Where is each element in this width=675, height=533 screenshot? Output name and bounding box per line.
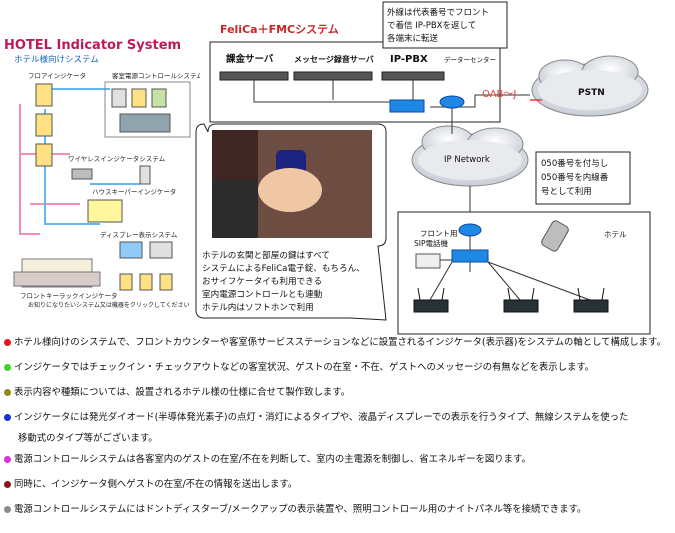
hotel-label: ホテル [604,230,627,239]
front-phone-label-1: フロント用 [420,229,458,238]
front-keyrack-desk [13,271,101,287]
photo-hand [258,168,322,212]
bullet-dot [4,364,11,371]
message-server[interactable] [293,71,373,81]
bullet-dot [4,506,11,513]
hotel-box [397,211,651,335]
bullet-3: 表示内容や種類については、設置されるホテル様の仕様に合せて製作致します。 [4,384,350,398]
bubble-line4: 室内電源コントロールとも連動 [202,288,323,300]
display-monitor[interactable] [119,241,143,259]
ip-network-label: IP Network [444,155,490,165]
note-mid-line1: 050番号を付与し [541,158,608,169]
panel-title: HOTEL Indicator System [4,38,181,53]
bullet-text: 表示内容や種類については、設置されるホテル様の仕様に合せて製作致します。 [14,387,351,398]
server-label-billing: 課金サーバ [226,53,274,65]
bullet-dot [4,389,11,396]
label-floor-indicator: フロアインジケータ [28,71,86,80]
access-point-3 [573,287,609,313]
datacenter-switch [389,99,425,113]
note-mid-line2: 050番号を内線番 [541,172,609,183]
photo-sleeve [212,180,258,238]
bullet-text: 電源コントロールシステムは各客室内のゲストの在室/不在を判断して、室内の主電源を… [14,454,531,465]
label-front-keyrack: フロントキーラックインジケータ [20,291,118,300]
bullet-text: 同時に、インジケータ側へゲストの在室/不在の情報を送出します。 [14,479,298,490]
hotel-indicator-panel: HOTEL Indicator System ホテル様向けシステム フロアインジ… [0,34,203,324]
bullet-text-continued: 移動式のタイプ等がございます。 [18,433,158,444]
power-control-unit-3[interactable] [151,88,167,108]
bullet-5: 電源コントロールシステムは各客室内のゲストの在室/不在を判断して、室内の主電源を… [4,451,531,465]
power-control-unit-4[interactable] [119,113,171,133]
access-point-1 [413,287,449,313]
oabj-label: OAB～J [482,89,516,100]
label-housekeeper: ハウスキーパーインジケータ [92,187,176,196]
note-mid-box [535,151,631,205]
bubble-line5: ホテル内はソフトホンで利用 [202,301,314,313]
mobile-phone [541,220,569,252]
label-wireless: ワイヤレスインジケータシステム [68,154,166,163]
front-phone-label-2: SIP電話機 [414,238,448,248]
bullet-dot [4,481,11,488]
bullet-2: インジケータではチェックイン・チェックアウトなどの客室状況、ゲストの在室・不在、… [4,359,594,373]
panel-caption: お知りになりたいシステム又は機器をクリックしてください [28,301,189,309]
power-control-unit-2[interactable] [131,88,147,108]
note-top-line2: で着信 IP-PBXを返して [387,20,476,31]
fmc-network-svg: FeliCa＋FMCシステム 課金サーバ メッセージ録音サーバ IP-PBX デ… [195,1,651,335]
billing-server[interactable] [219,71,289,81]
hotel-router [458,223,482,237]
bullet-text: インジケータには発光ダイオード(半導体発光素子)の点灯・消灯によるタイプや、液晶… [14,412,629,423]
access-point-2 [503,287,539,313]
bullet-6: 同時に、インジケータ側へゲストの在室/不在の情報を送出します。 [4,476,297,490]
keyrack-module-3[interactable] [159,273,173,291]
bullet-4-continued: 移動式のタイプ等がございます。 [18,430,158,444]
floor-indicator-device-2[interactable] [35,113,53,137]
bullet-dot [4,456,11,463]
bullet-1: ホテル様向けのシステムで、フロントカウンターや客室係サービスステーションなどに設… [4,334,666,348]
pstn-cloud [531,55,649,117]
wireless-handheld[interactable] [139,165,151,185]
fmc-diagram: FeliCa＋FMCシステム 課金サーバ メッセージ録音サーバ IP-PBX デ… [190,0,675,335]
fmc-title: FeliCa＋FMCシステム [220,23,339,36]
power-control-box[interactable] [104,81,191,138]
panel-subtitle: ホテル様向けシステム [14,54,99,65]
note-mid-line3: 号として利用 [541,186,592,197]
bubble-line2: システムによるFeliCa電子錠、もちろん、 [202,262,365,274]
bubble-line1: ホテルの玄関と部屋の鍵はすべて [202,249,330,261]
note-top-line3: 各端末に転送 [387,33,439,44]
datacenter-router [439,95,465,109]
hotel-switch [451,249,489,263]
note-top-box [382,1,508,49]
datacenter-label: データーセンター [444,55,496,64]
note-top-line1: 外線は代表番号でフロント [387,7,489,18]
ippbx-server[interactable] [381,71,445,81]
label-display: ディスプレー表示システム [100,230,178,239]
bubble-line3: おサイフケータイも利用できる [202,275,322,287]
bullet-text: 電源コントロールシステムにはドントディスターブ/メークアップの表示装置や、照明コ… [14,504,587,515]
bullet-dot [4,414,11,421]
keyrack-module-1[interactable] [119,273,133,291]
keyrack-module-2[interactable] [139,273,153,291]
server-label-ippbx: IP-PBX [390,54,428,65]
floor-indicator-device-3[interactable] [35,143,53,167]
front-sip-phone[interactable] [415,253,441,269]
housekeeper-panel[interactable] [87,199,123,223]
display-unit[interactable] [149,241,173,259]
bullet-4: インジケータには発光ダイオード(半導体発光素子)の点灯・消灯によるタイプや、液晶… [4,409,628,423]
label-power-control: 客室電源コントロールシステム [112,71,200,80]
pstn-label: PSTN [578,88,605,98]
bullet-text: インジケータではチェックイン・チェックアウトなどの客室状況、ゲストの在室・不在、… [14,362,595,373]
bullet-dot [4,339,11,346]
floor-indicator-device[interactable] [35,83,53,107]
hotel-indicator-diagram: HOTEL Indicator System ホテル様向けシステム フロアインジ… [4,38,203,309]
power-control-unit-1[interactable] [111,88,127,108]
bullet-7: 電源コントロールシステムにはドントディスターブ/メークアップの表示装置や、照明コ… [4,501,586,515]
server-label-message: メッセージ録音サーバ [294,54,374,64]
hotel-links [429,236,591,301]
wireless-device[interactable] [71,168,93,180]
bullet-text: ホテル様向けのシステムで、フロントカウンターや客室係サービスステーションなどに設… [14,337,666,348]
